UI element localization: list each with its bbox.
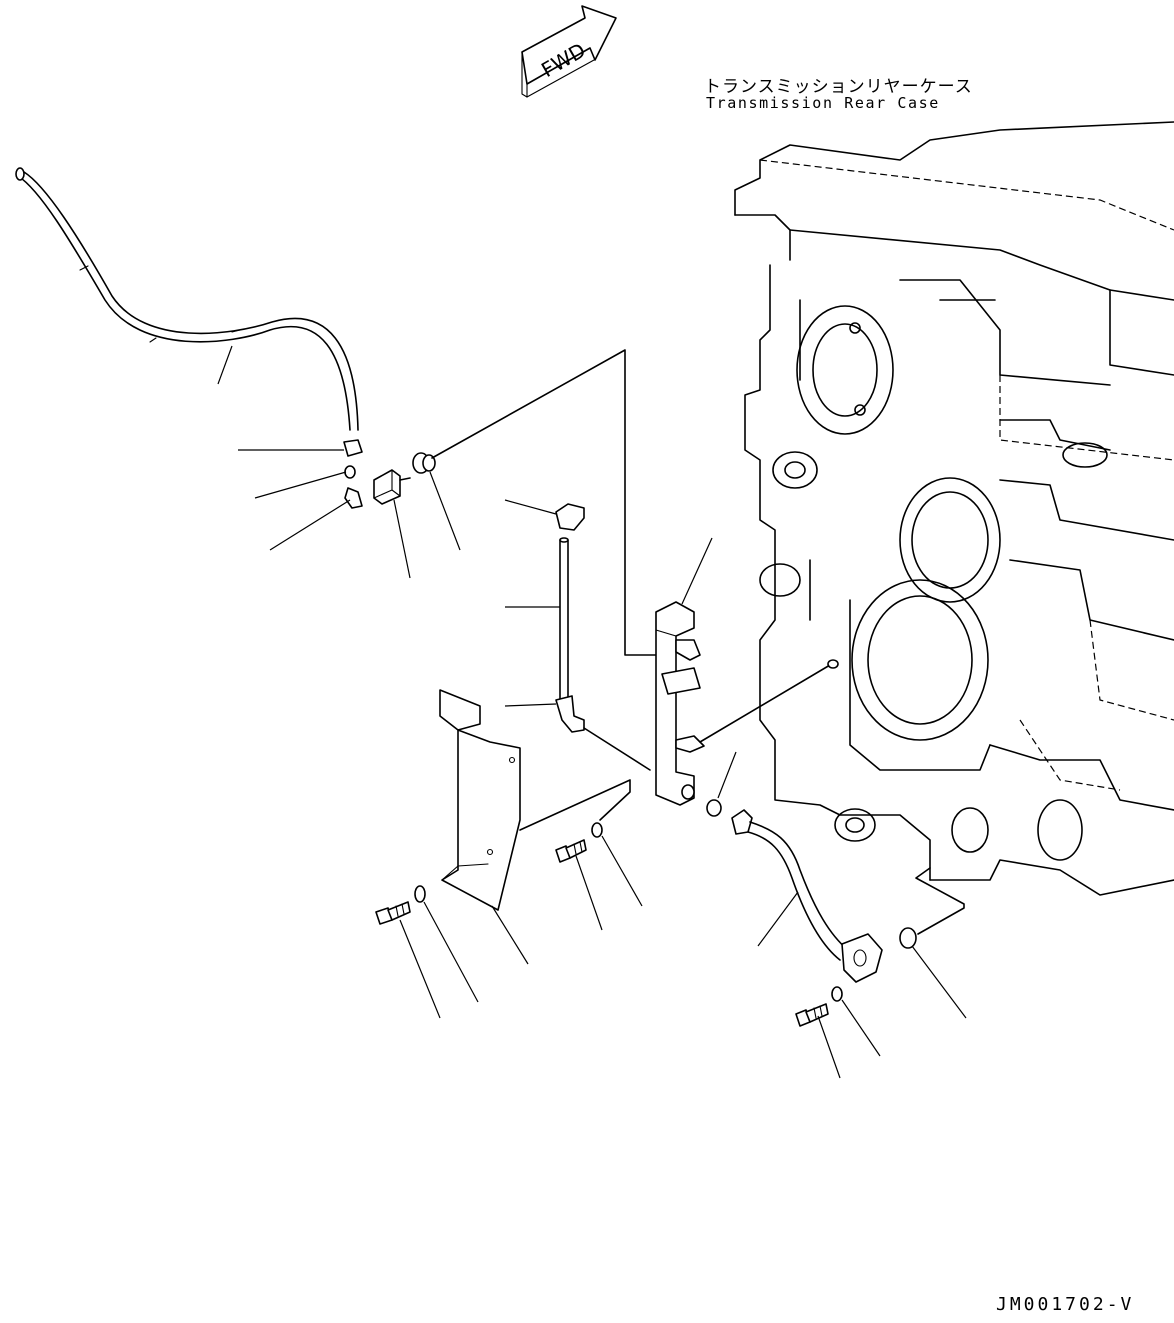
flexible-hose [15,167,359,431]
connector-block [373,469,411,505]
hose-fittings [343,439,363,509]
bolt-washer-left [375,885,426,925]
elbow-and-tube [555,503,651,771]
case-label-english: Transmission Rear Case [706,94,940,112]
tube-with-flange [731,809,965,983]
bolt-washer-right [795,986,843,1027]
o-ring-small [706,799,722,817]
case-label-japanese: トランスミッションリヤーケース [704,77,973,97]
bolt-washer-center [555,822,603,863]
forward-arrow-icon [521,5,617,98]
o-ring-flange [899,927,917,949]
transmission-rear-case [734,121,1174,896]
leader-lines [217,345,967,1079]
plate-bracket [439,689,631,911]
drawing-code: JM001702-V [996,1294,1135,1315]
mounting-bracket [655,601,839,806]
adapter-fitting [412,349,661,656]
